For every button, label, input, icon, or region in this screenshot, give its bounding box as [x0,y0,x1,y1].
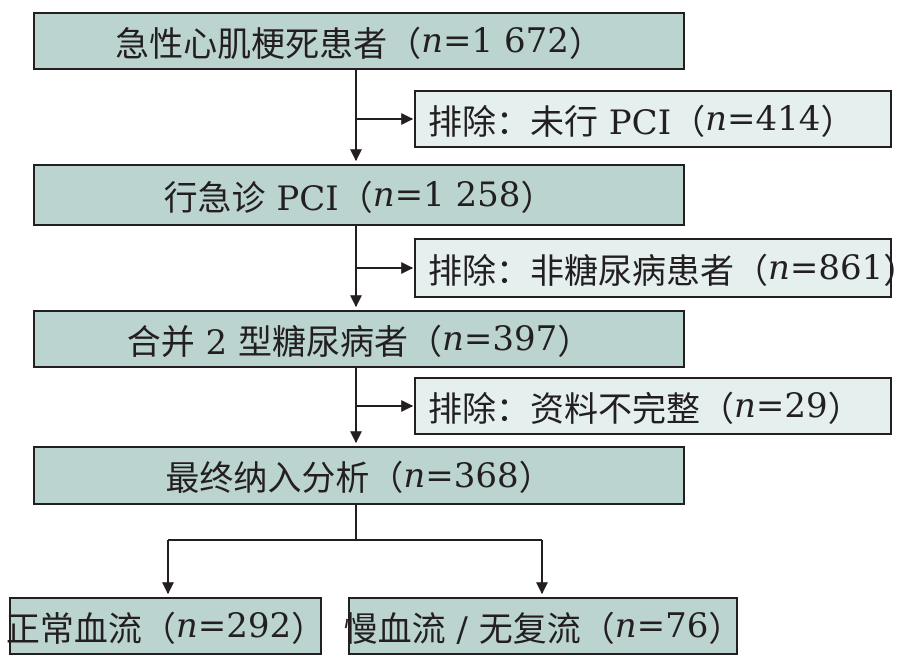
box-acute-mi-patients: 急性心肌梗死患者（n=1 672） [33,12,685,70]
box-emergency-pci: 行急诊 PCI（n=1 258） [33,164,685,226]
box-normal-flow: 正常血流（n=292） [6,597,325,655]
box-exclude-incomplete: 排除：资料不完整（n=29） [414,377,892,435]
box-type2-diabetes: 合并 2 型糖尿病者（n=397） [33,310,685,368]
box-exclude-no-pci: 排除：未行 PCI（n=414） [414,90,892,148]
box-final-analysis: 最终纳入分析（n=368） [33,446,685,505]
box-slow-no-reflow: 慢血流 / 无复流（n=76） [344,597,742,655]
box-exclude-non-diabetic: 排除：非糖尿病患者（n=861） [414,238,910,298]
